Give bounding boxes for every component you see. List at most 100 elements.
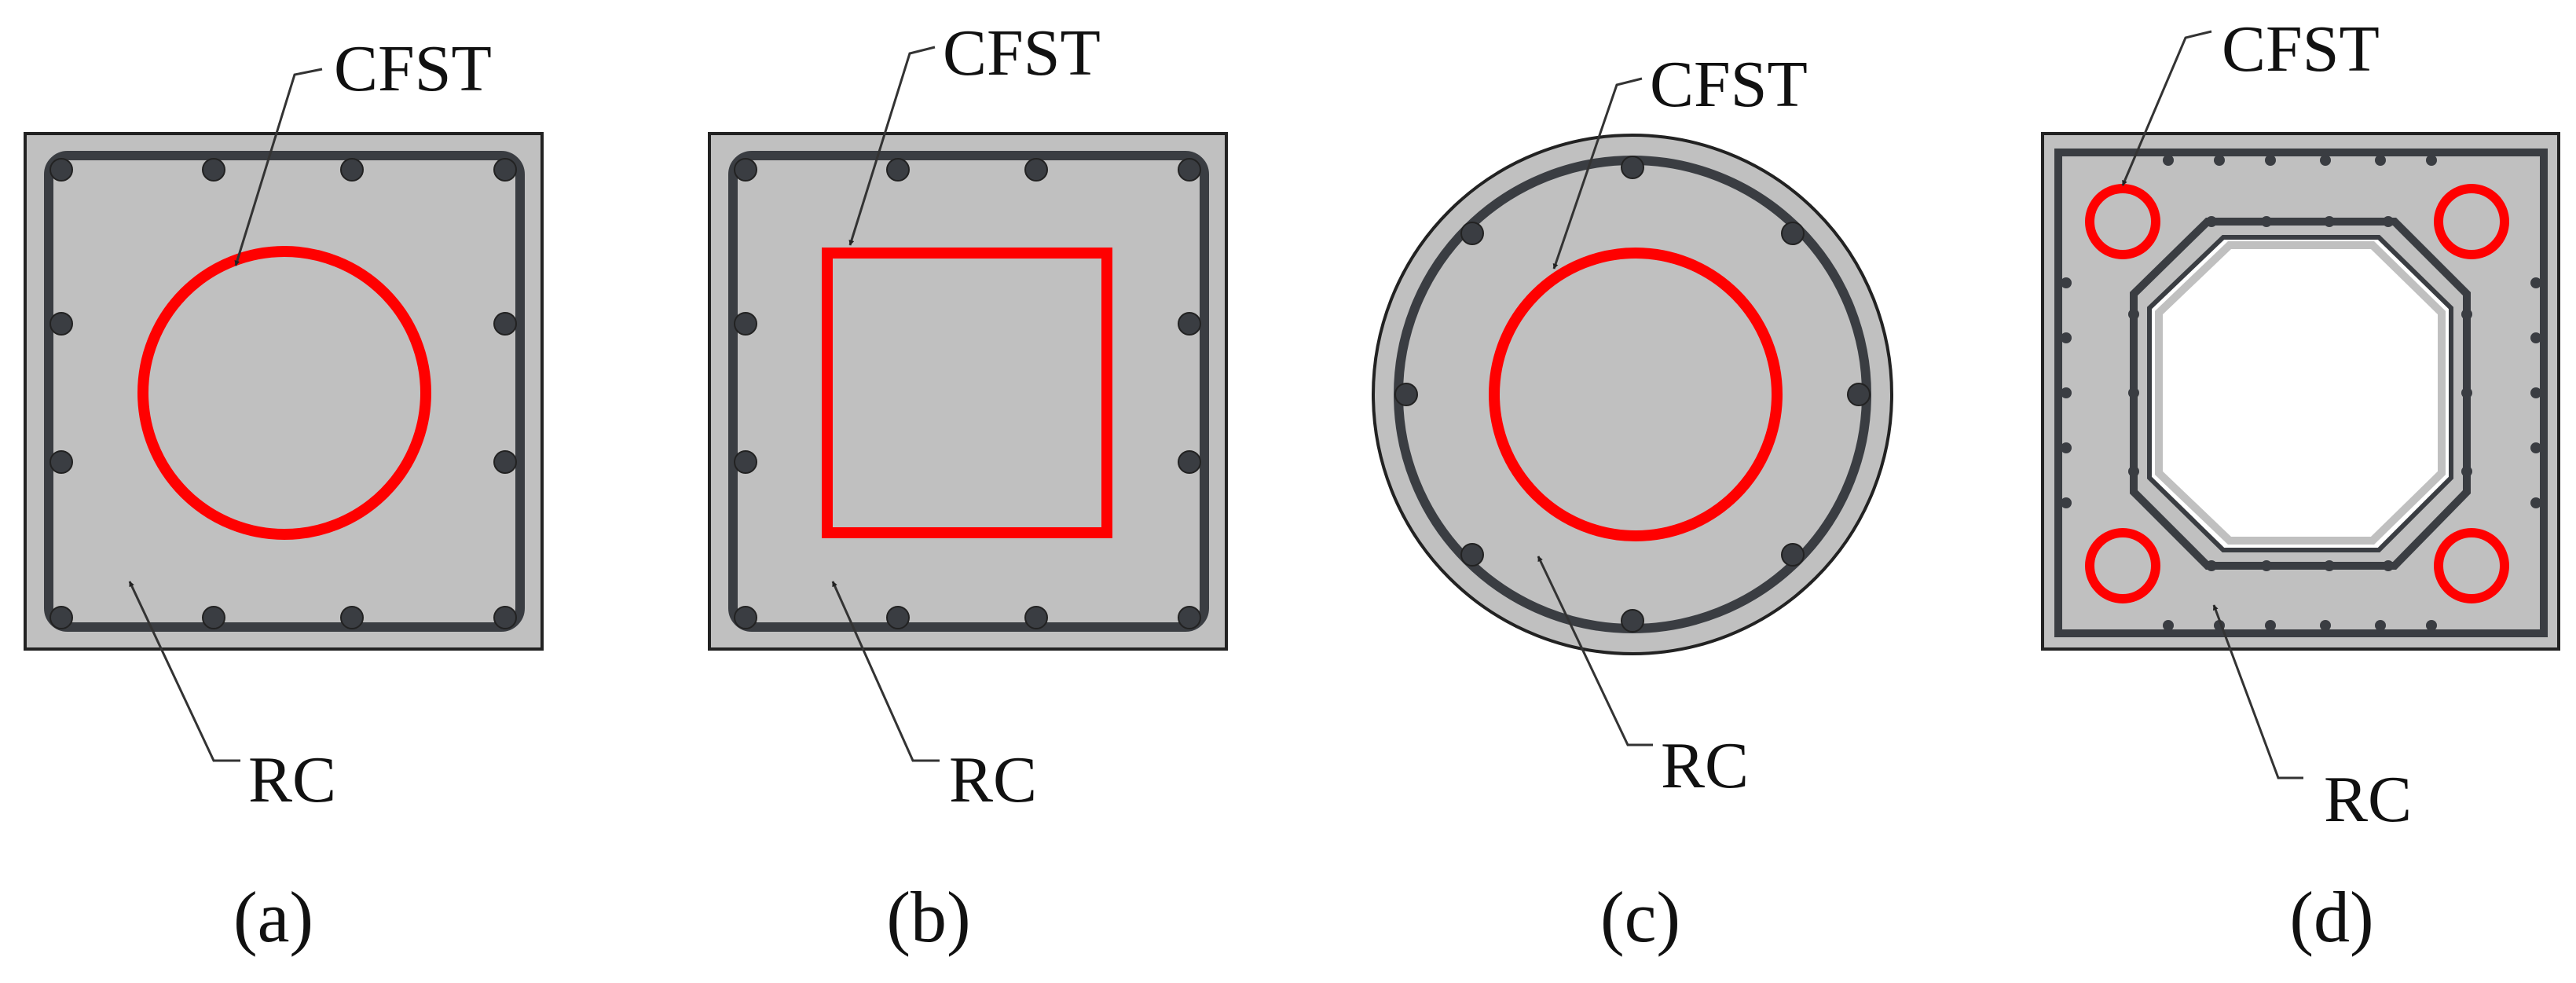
rebar xyxy=(340,606,364,629)
rebar xyxy=(2530,332,2541,343)
void-liner xyxy=(2155,241,2446,545)
rebar xyxy=(2265,155,2276,166)
rebar xyxy=(2061,497,2072,508)
cfst-circular-tube xyxy=(2434,184,2509,259)
rebar xyxy=(2324,560,2335,571)
rebar xyxy=(2383,216,2394,227)
rebar xyxy=(2206,560,2217,571)
rebar xyxy=(1178,312,1201,336)
rebar xyxy=(2426,620,2437,631)
label-rc: RC xyxy=(1661,729,1749,802)
rebar xyxy=(2128,309,2139,320)
rebar xyxy=(1460,543,1484,567)
rebar xyxy=(2214,155,2225,166)
rebar xyxy=(493,450,517,474)
cfst-leader xyxy=(234,68,323,266)
rebar xyxy=(2375,155,2386,166)
rebar xyxy=(2265,620,2276,631)
rc-leader xyxy=(128,581,240,762)
cfst-circular-tube xyxy=(2085,184,2160,259)
rebar xyxy=(1178,606,1201,629)
rebar xyxy=(2530,387,2541,398)
rebar xyxy=(1621,609,1644,633)
rebar xyxy=(2128,387,2139,398)
rebar xyxy=(734,606,757,629)
rebar xyxy=(1460,222,1484,245)
rebar xyxy=(202,158,225,182)
cfst-circular-tube xyxy=(2434,528,2509,603)
rebar xyxy=(886,158,910,182)
rebar xyxy=(2206,216,2217,227)
rebar xyxy=(1394,383,1418,406)
rebar xyxy=(493,606,517,629)
longitudinal-rebars xyxy=(1394,156,1871,633)
cfst-circular-tube xyxy=(1489,248,1783,541)
rebar xyxy=(1847,383,1871,406)
rc-square-section xyxy=(708,132,1228,651)
rebar xyxy=(2320,155,2331,166)
rebar xyxy=(1178,450,1201,474)
rebar xyxy=(734,312,757,336)
cfst-circular-tube xyxy=(137,246,431,540)
rc-leader xyxy=(1537,556,1653,746)
panel-caption: (c) xyxy=(1600,877,1680,957)
stirrup xyxy=(44,151,525,632)
rebar xyxy=(2375,620,2386,631)
panel-caption: (a) xyxy=(233,877,313,957)
label-cfst: CFST xyxy=(2222,13,2380,86)
panel-caption: (b) xyxy=(886,877,970,957)
label-cfst: CFST xyxy=(1650,48,1808,121)
label-rc: RC xyxy=(2324,763,2412,836)
rebar xyxy=(1781,543,1805,567)
rebar xyxy=(2324,216,2335,227)
panel-c: CFST RC (c) xyxy=(1372,48,1893,957)
rebar xyxy=(2261,560,2272,571)
rebar xyxy=(1024,606,1048,629)
rebar xyxy=(886,606,910,629)
rebar xyxy=(2163,155,2174,166)
rebar xyxy=(2061,387,2072,398)
rebar xyxy=(734,450,757,474)
rc-square-section xyxy=(24,132,544,651)
rc-leader xyxy=(831,581,940,762)
label-cfst: CFST xyxy=(334,32,492,105)
panel-caption: (d) xyxy=(2289,877,2373,957)
label-cfst: CFST xyxy=(943,17,1101,90)
octagonal-void xyxy=(2147,235,2453,552)
rebar xyxy=(2383,560,2394,571)
rebar xyxy=(2461,309,2472,320)
cfst-circular-tube xyxy=(2085,528,2160,603)
rebar xyxy=(2128,466,2139,477)
rebar xyxy=(49,158,73,182)
inner-octagonal-stirrup xyxy=(2130,218,2471,570)
rebar xyxy=(2461,387,2472,398)
rebar xyxy=(734,158,757,182)
panel-b: CFST RC (b) xyxy=(708,17,1228,957)
rebar xyxy=(2061,332,2072,343)
rebar xyxy=(1781,222,1805,245)
rc-leader xyxy=(2212,604,2303,779)
longitudinal-rebars xyxy=(49,158,517,629)
rebar xyxy=(2320,620,2331,631)
rebar xyxy=(2530,277,2541,288)
stirrup xyxy=(728,151,1209,632)
rebar xyxy=(49,450,73,474)
cfst-corner-tubes xyxy=(2085,184,2509,603)
label-rc: RC xyxy=(248,743,336,816)
rebar xyxy=(340,158,364,182)
rebar xyxy=(2261,216,2272,227)
outer-stirrup xyxy=(2054,149,2548,637)
outer-rebars xyxy=(2061,155,2541,631)
rebar xyxy=(49,606,73,629)
rebar xyxy=(49,312,73,336)
panel-d: CFST RC (d) xyxy=(2041,13,2560,957)
cfst-square-tube xyxy=(822,248,1112,538)
rebar xyxy=(2426,155,2437,166)
rebar xyxy=(1178,158,1201,182)
rebar xyxy=(202,606,225,629)
rebar xyxy=(2530,497,2541,508)
rebar xyxy=(2061,277,2072,288)
cfst-leader xyxy=(848,46,936,246)
rebar xyxy=(2461,466,2472,477)
